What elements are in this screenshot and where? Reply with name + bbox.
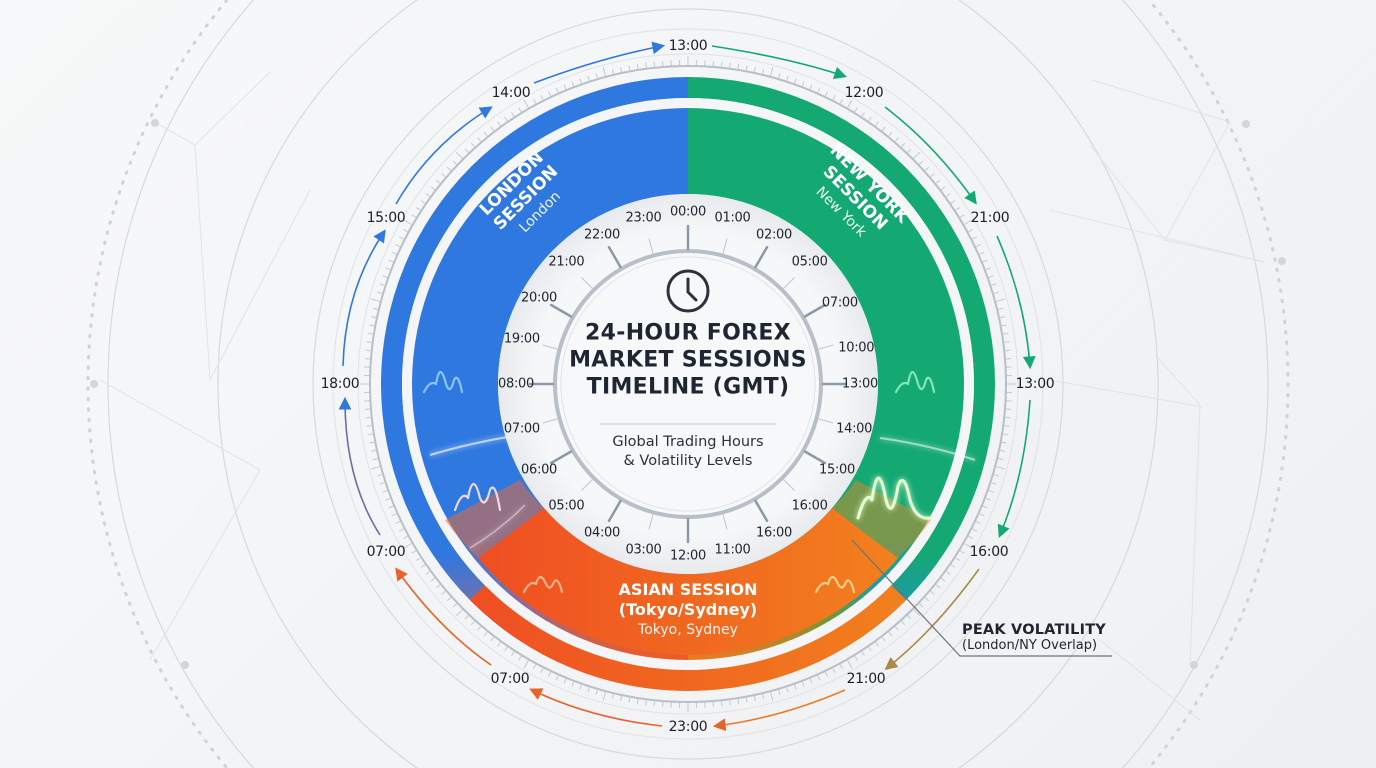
dial-hour-label: 05:00 xyxy=(548,498,585,514)
outer-time-label: 13:00 xyxy=(1015,376,1055,392)
dial-hour-label: 06:00 xyxy=(521,462,558,478)
subtitle: Global Trading Hours & Volatility Levels xyxy=(612,434,764,469)
dial-hour-label: 10:00 xyxy=(838,340,875,356)
outer-time-label: 23:00 xyxy=(668,719,708,735)
outer-time-label: 07:00 xyxy=(490,671,530,687)
peak-volatility-annotation: PEAK VOLATILITY (London/NY Overlap) xyxy=(962,622,1106,653)
dial-hour-label: 08:00 xyxy=(498,376,534,392)
background-lines xyxy=(99,71,1266,721)
clock-icon xyxy=(666,269,710,313)
outer-time-label: 15:00 xyxy=(366,210,406,226)
dial-hour-label: 23:00 xyxy=(625,210,662,226)
peak-volatility-wave-icon xyxy=(856,476,932,520)
dial-hour-label: 04:00 xyxy=(584,525,620,541)
dial-hour-label: 13:00 xyxy=(842,376,878,392)
dial-hour-label: 16:00 xyxy=(756,525,792,541)
dial-hour-label: 15:00 xyxy=(818,462,855,478)
dial-hour-label: 12:00 xyxy=(670,548,706,564)
outer-time-label: 16:00 xyxy=(969,544,1009,560)
asian-session-label: ASIAN SESSION (Tokyo/Sydney) Tokyo, Sydn… xyxy=(618,580,758,638)
outer-time-label: 07:00 xyxy=(366,544,406,560)
dial-hour-label: 07:00 xyxy=(821,295,858,311)
volatility-wave-icon xyxy=(814,575,856,594)
dial-hour-label: 01:00 xyxy=(714,210,751,226)
outer-time-label: 21:00 xyxy=(846,671,886,687)
volatility-wave-icon xyxy=(522,575,564,594)
dial-hour-label: 16:00 xyxy=(791,498,828,514)
outer-time-label: 13:00 xyxy=(668,38,708,54)
dial-hour-label: 21:00 xyxy=(548,254,585,270)
dial-hour-label: 05:00 xyxy=(791,254,828,270)
volatility-wave-icon xyxy=(894,370,936,394)
dial-hour-label: 11:00 xyxy=(714,542,751,558)
dial-hour-label: 22:00 xyxy=(584,227,620,243)
outer-time-label: 21:00 xyxy=(970,210,1010,226)
outer-time-label: 12:00 xyxy=(844,85,884,101)
dial-hour-label: 20:00 xyxy=(521,290,558,306)
dial-hour-label: 02:00 xyxy=(756,227,792,243)
dial-hour-label: 00:00 xyxy=(670,204,706,220)
dial-hour-label: 07:00 xyxy=(503,421,540,437)
volatility-wave-icon xyxy=(453,482,502,512)
outer-time-label: 18:00 xyxy=(320,376,360,392)
page-title: 24-HOUR FOREX MARKET SESSIONS TIMELINE (… xyxy=(569,320,807,400)
dial-hour-label: 14:00 xyxy=(836,421,873,437)
dial-hour-label: 19:00 xyxy=(503,331,540,347)
volatility-wave-icon xyxy=(422,370,464,394)
dial-hour-label: 03:00 xyxy=(625,542,662,558)
outer-time-label: 14:00 xyxy=(491,85,531,101)
